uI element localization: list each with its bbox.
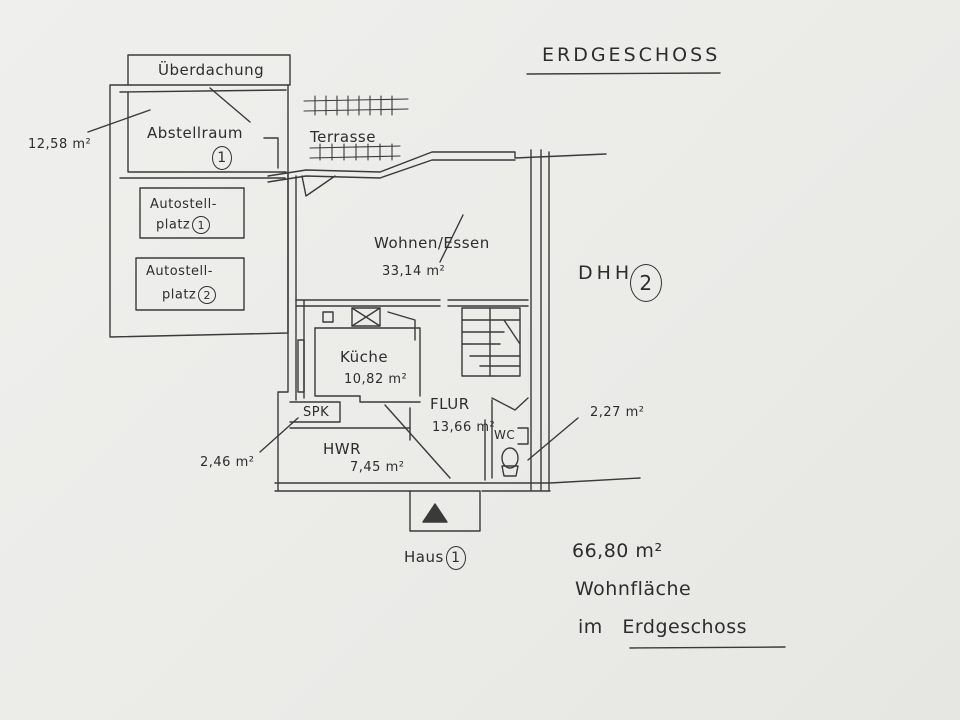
staircase xyxy=(461,307,521,377)
autostellplatz-1-box xyxy=(139,187,245,239)
wohnen-area: 33,14 m² xyxy=(382,264,446,279)
kueche-area: 10,82 m² xyxy=(344,372,408,387)
abstellraum-area: 12,58 m² xyxy=(28,137,92,152)
ueberdachung-header xyxy=(127,54,291,86)
spk-label: SPK xyxy=(303,405,330,420)
summary-underline xyxy=(629,646,786,649)
house-top-wall xyxy=(267,151,607,177)
autostellplatz-1-line1: Autostell- xyxy=(150,197,217,212)
abstellraum-number: 1 xyxy=(210,146,232,170)
ueberdachung-label: Überdachung xyxy=(158,61,265,79)
plan-title: ERDGESCHOSS xyxy=(542,44,721,66)
autostellplatz-2-line1: Autostell- xyxy=(146,264,213,279)
hwr-label: HWR xyxy=(323,440,362,458)
terrasse-label: Terrasse xyxy=(310,128,376,146)
abstellraum-label: Abstellraum xyxy=(147,124,244,142)
entrance-box xyxy=(409,490,481,532)
house-bottom-wall xyxy=(274,477,641,484)
house-left-wall xyxy=(277,171,289,491)
wc-label: WC xyxy=(494,428,516,442)
flur-area: 13,66 m² xyxy=(432,420,496,435)
wohnen-label: Wohnen/Essen xyxy=(374,234,490,252)
spk-leader xyxy=(259,417,299,453)
flur-label: FLUR xyxy=(430,395,470,413)
hwr-area: 7,45 m² xyxy=(350,460,405,475)
summary-erdgeschoss: im Erdgeschoss xyxy=(578,616,748,638)
title-underline xyxy=(526,72,721,75)
terrasse-hatch xyxy=(303,95,409,161)
wc-area: 2,27 m² xyxy=(590,405,645,420)
kueche-label: Küche xyxy=(340,348,389,366)
dhh-label: DHH xyxy=(578,262,634,284)
spk-area: 2,46 m² xyxy=(200,455,255,470)
abstellraum-leader xyxy=(87,109,151,133)
wc-leader xyxy=(527,417,579,461)
dhh-number: 2 xyxy=(628,264,662,302)
summary-area: 66,80 m² xyxy=(572,540,663,562)
autostellplatz-2-box xyxy=(135,257,245,311)
summary-wohnflaeche: Wohnfläche xyxy=(575,578,692,600)
